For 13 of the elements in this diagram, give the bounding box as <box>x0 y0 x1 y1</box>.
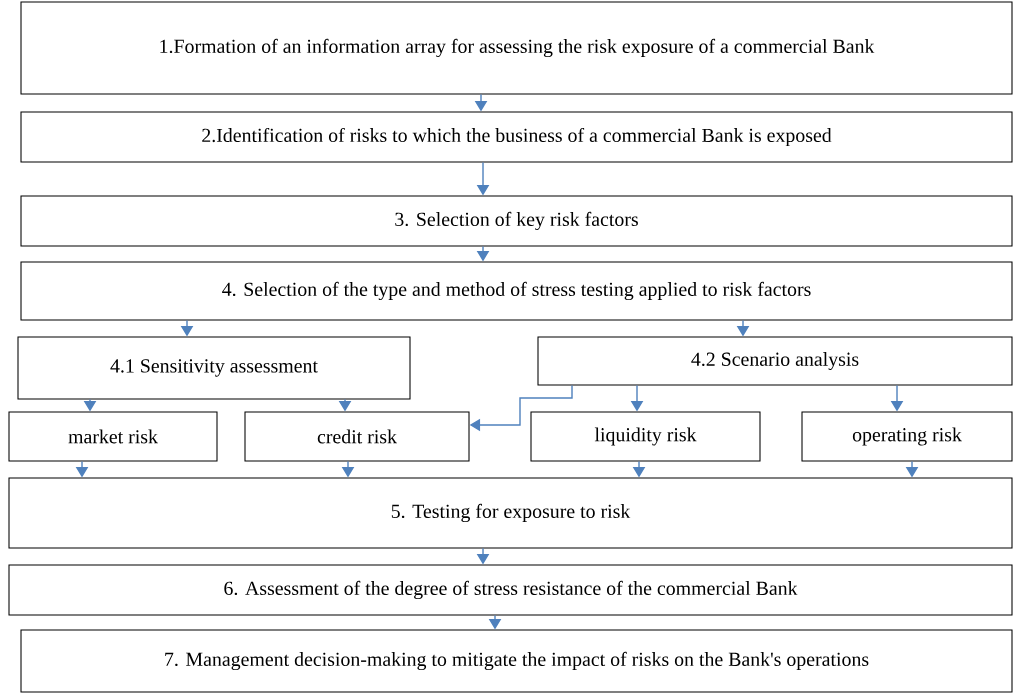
process-box: 7. Management decision-making to mitigate the impact of risks on the Bank's operations <box>20 629 1013 693</box>
process-box: credit risk <box>244 411 470 462</box>
process-box: liquidity risk <box>530 411 761 462</box>
process-box: 3. Selection of key risk factors <box>20 195 1013 247</box>
process-box: operating risk <box>801 411 1013 462</box>
process-box: 5. Testing for exposure to risk <box>8 477 1013 549</box>
process-box: 4.1 Sensitivity assessment <box>17 336 411 400</box>
process-box: 2.Identification of risks to which the business of a commercial Bank is exposed <box>20 111 1013 163</box>
process-box: 4. Selection of the type and method of stress testing applied to risk factors <box>20 261 1013 321</box>
process-box: 6. Assessment of the degree of stress resistance of the commercial Bank <box>8 564 1013 616</box>
process-box: market risk <box>8 411 218 462</box>
process-box: 1.Formation of an information array for assessing the risk exposure of a commercial Bank <box>20 1 1013 95</box>
process-box: 4.2 Scenario analysis <box>537 336 1013 386</box>
